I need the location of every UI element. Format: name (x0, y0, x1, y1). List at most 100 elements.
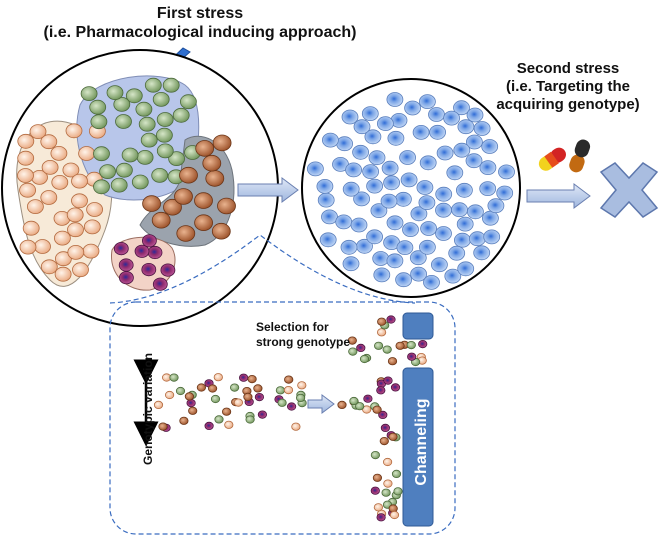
blue-cell (465, 134, 483, 150)
peach-cell (27, 199, 44, 215)
small-cell (254, 392, 264, 402)
arrow-to-elimination (526, 183, 591, 209)
brown-cell (179, 166, 198, 184)
blue-cell (457, 119, 475, 135)
small-cell (253, 384, 263, 393)
purple-cell (152, 277, 168, 291)
green-cell (152, 92, 170, 107)
small-cell (393, 487, 403, 496)
blue-cell (396, 240, 414, 256)
purple-cell (118, 258, 134, 272)
blue-cell (370, 203, 388, 219)
small-cell (230, 383, 240, 392)
blue-cell (321, 132, 339, 148)
small-cell (372, 405, 382, 414)
purple-cell (119, 271, 134, 285)
purple-cell (141, 234, 157, 248)
selection-label: Selection for strong genotype (256, 320, 396, 350)
small-cell (373, 503, 383, 512)
blue-cell (316, 178, 334, 194)
blue-cell (428, 107, 445, 122)
brown-cell (211, 222, 231, 240)
blue-cell (423, 274, 440, 290)
small-cell (379, 436, 389, 446)
selection-line1: Selection for (256, 320, 329, 334)
small-cell (224, 420, 234, 429)
small-cell (376, 513, 386, 522)
blue-cell (368, 150, 386, 166)
brown-cell (151, 211, 171, 229)
purple-cell (134, 244, 150, 258)
peach-cell (34, 239, 51, 254)
second-stress-label: Second stress (i.e. Targeting the acquir… (468, 60, 665, 114)
first-stress-label: First stress (i.e. Pharmacological induc… (40, 4, 360, 42)
blue-cell (453, 232, 471, 248)
peach-cell (19, 239, 37, 255)
green-cell (115, 114, 132, 129)
brown-cell (174, 188, 193, 205)
small-cell (277, 398, 287, 407)
blue-cell (409, 250, 427, 266)
green-cell (90, 114, 108, 130)
small-cell (356, 343, 366, 352)
blue-cell (487, 198, 505, 214)
blue-cell (455, 182, 473, 198)
blue-cell (443, 110, 461, 126)
purple-cell (113, 242, 129, 256)
blue-cell (399, 150, 417, 165)
small-cell (383, 479, 393, 488)
peach-cell (51, 174, 69, 190)
small-cell (295, 393, 306, 402)
peach-cell (54, 266, 72, 282)
peach-cell (83, 219, 101, 235)
blue-cell (400, 172, 418, 188)
blue-cell (420, 221, 438, 236)
blue-cell (380, 193, 398, 209)
small-cell (153, 400, 164, 409)
peach-cell (19, 182, 37, 198)
small-cell (395, 341, 405, 350)
blue-cell (446, 165, 464, 181)
brown-cell (142, 195, 162, 212)
blue-cell (410, 206, 428, 222)
small-cell (370, 450, 380, 460)
peach-cell (78, 146, 95, 161)
peach-cell (22, 220, 40, 236)
blue-cell (353, 119, 371, 135)
blue-cell (496, 185, 514, 201)
peach-cell (41, 159, 59, 175)
blue-cell (412, 124, 430, 140)
small-cell (386, 315, 396, 324)
blue-cell (457, 261, 475, 277)
blue-cell (336, 136, 354, 152)
small-cell (406, 340, 416, 350)
green-cell (80, 86, 98, 101)
blue-cell (483, 229, 501, 245)
second-stress-line3: acquiring genotype) (496, 96, 640, 113)
channel-bar (402, 367, 434, 527)
blue-cell (419, 155, 437, 171)
peach-cell (50, 145, 68, 161)
peach-cell (71, 173, 88, 189)
small-cell (370, 486, 380, 495)
small-cell (286, 402, 297, 411)
blue-cell (481, 210, 499, 226)
second-stress-line2: (i.e. Targeting the (506, 78, 630, 95)
blue-cell (342, 181, 360, 197)
small-cell (363, 394, 373, 403)
blue-cell (448, 245, 466, 261)
blue-cell (465, 153, 483, 169)
small-cell (184, 392, 194, 401)
small-cell (245, 415, 255, 424)
small-cell (373, 341, 384, 350)
small-cell (381, 488, 391, 497)
green-cell (162, 77, 180, 93)
brown-cell (202, 154, 222, 172)
second-stress-title: Second stress (516, 60, 620, 77)
blue-cell (473, 245, 491, 261)
small-cell (337, 400, 347, 409)
brace-connector (109, 234, 416, 304)
small-cell (380, 423, 390, 432)
green-cell (93, 146, 110, 162)
blue-cell (418, 94, 436, 109)
